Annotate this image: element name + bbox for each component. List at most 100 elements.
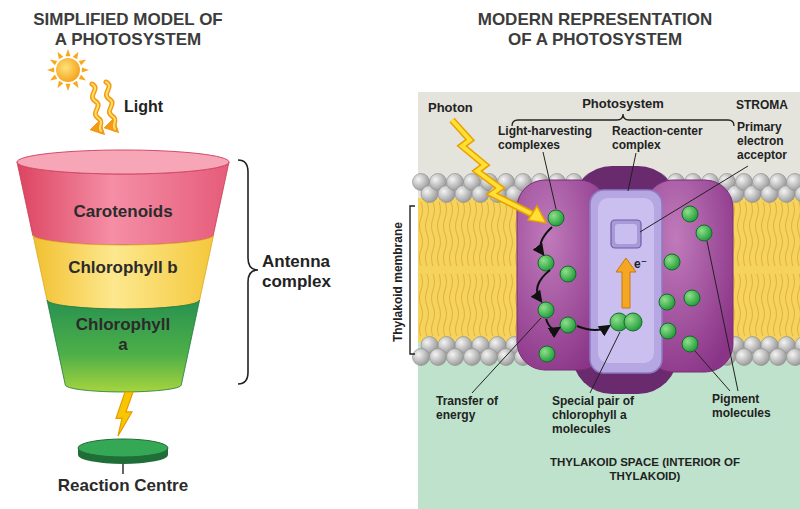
- pigment-molecule: [539, 346, 555, 362]
- disk-top: [78, 439, 168, 457]
- region-label: STROMA: [736, 98, 788, 112]
- electron-acceptor: [615, 224, 637, 244]
- band-shape: [17, 150, 229, 245]
- lipid-tail: [492, 202, 495, 266]
- lipid-tail: [738, 202, 741, 266]
- phospholipid-head: [447, 349, 464, 366]
- sun-ray: [79, 60, 87, 66]
- pigment-molecule: [560, 266, 576, 282]
- lipid-tail: [768, 274, 771, 336]
- lipid-tail: [474, 274, 477, 336]
- funnel-opening: [17, 150, 229, 174]
- lipid-tail: [504, 202, 507, 266]
- energy-transfer-arrow: [546, 319, 559, 329]
- lipid-tail: [432, 202, 435, 266]
- lipid-tail: [432, 274, 435, 336]
- lipid-tail: [510, 202, 513, 266]
- lipid-tail: [438, 202, 441, 266]
- sun-ray: [50, 75, 58, 81]
- electron-label: e⁻: [634, 257, 647, 271]
- lipid-tail: [750, 202, 753, 266]
- pigment-molecule: [659, 294, 675, 310]
- lipid-tail: [498, 202, 501, 266]
- panel-heading: SIMPLIFIED MODEL OF A PHOTOSYSTEM: [33, 10, 223, 50]
- sun-ray: [79, 75, 87, 81]
- node-text: Carotenoids: [28, 202, 218, 222]
- bracket: [238, 160, 258, 384]
- lipid-tail: [792, 202, 795, 266]
- pigment-molecule: [538, 302, 554, 318]
- light-arrow: [92, 84, 101, 131]
- funnel-band: Chlorophyll a: [47, 291, 200, 392]
- callout-label: Special pair of chlorophyll a molecules: [552, 394, 660, 436]
- leader-line: [640, 166, 748, 232]
- reaction-centre: Reaction Centre: [48, 436, 198, 506]
- lipid-tail: [438, 274, 441, 336]
- lipid-tail: [756, 274, 759, 336]
- funnel-band: Carotenoids: [17, 150, 229, 245]
- lipid-tail: [456, 202, 459, 266]
- photosystem-label: Photosystem: [563, 96, 683, 111]
- lipid-tail: [756, 202, 759, 266]
- lipid-tail: [456, 274, 459, 336]
- reaction-center-inner: [598, 198, 654, 363]
- leader-line: [590, 332, 620, 393]
- lipid-tail: [462, 274, 465, 336]
- pigment-molecule: [684, 290, 700, 306]
- lipid-tail: [774, 202, 777, 266]
- pigment-molecule: [682, 206, 698, 222]
- leader-line: [695, 351, 730, 391]
- pigment-molecule: [560, 317, 576, 333]
- lipid-tail: [420, 202, 423, 266]
- lipid-tail: [426, 202, 429, 266]
- pigment-molecule: [682, 336, 698, 352]
- lipid-tail: [426, 274, 429, 336]
- pigment-group: [538, 206, 712, 362]
- callout-label: Pigment molecules: [712, 392, 787, 420]
- phospholipid-head: [787, 349, 800, 366]
- phospholipid-layer: [413, 174, 800, 366]
- light-label: Light: [124, 98, 163, 117]
- lipid-tail: [492, 274, 495, 336]
- sun-ray: [73, 81, 79, 89]
- disk-shape: [48, 436, 198, 506]
- lipid-tail: [474, 202, 477, 266]
- lipid-tail: [780, 274, 783, 336]
- callout-label: Transfer of energy: [436, 394, 506, 422]
- node-text: Reaction Centre: [48, 476, 198, 496]
- sun-ray: [66, 84, 71, 91]
- energy-transfer-arrow: [537, 270, 550, 301]
- electron-acceptor: [611, 220, 641, 248]
- callout-label: Light-harvesting complexes: [498, 124, 606, 152]
- lipid-tail: [786, 202, 789, 266]
- band-fill: [33, 235, 214, 309]
- callout-label: Primary electron acceptor: [737, 120, 799, 162]
- lipid-tail: [762, 274, 765, 336]
- lipid-tail: [480, 274, 483, 336]
- photon-arrowhead: [528, 206, 546, 223]
- electron-arrow: [616, 258, 636, 308]
- photon-label: Photon: [428, 100, 473, 115]
- phospholipid-head: [736, 349, 753, 366]
- sun-ray: [58, 81, 64, 89]
- phospholipid-head: [413, 349, 430, 366]
- sun-ray: [58, 52, 64, 60]
- leader-line: [472, 318, 541, 393]
- membrane-label: Thylakoid membrane: [391, 207, 405, 357]
- lipid-tail: [462, 202, 465, 266]
- sun-ray: [47, 68, 54, 73]
- energy-bolt: [116, 392, 133, 436]
- lipid-tail: [780, 202, 783, 266]
- bracket: [410, 206, 415, 354]
- pigment-molecule: [660, 323, 676, 339]
- lipid-tail: [468, 274, 471, 336]
- phospholipid-head: [795, 186, 800, 203]
- sun-rays: [47, 49, 89, 91]
- light-arrow: [106, 82, 115, 129]
- lipid-tail: [486, 202, 489, 266]
- leader-lines: [472, 152, 748, 393]
- pigment-molecule: [538, 255, 554, 271]
- panel-heading: MODERN REPRESENTATION OF A PHOTOSYSTEM: [475, 10, 715, 50]
